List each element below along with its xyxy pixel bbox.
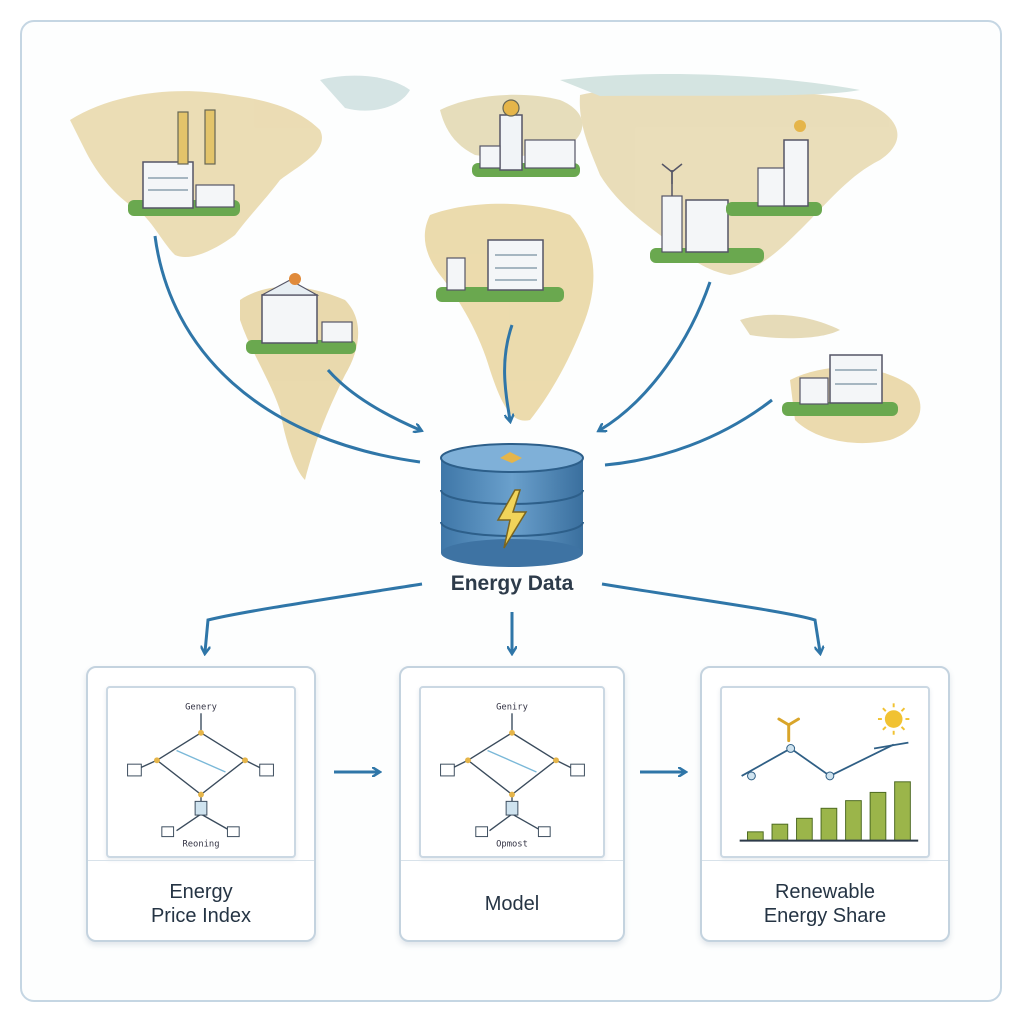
site-africa [436, 239, 564, 302]
arrow-from-asia [600, 281, 712, 430]
arrow-to-renewable [601, 582, 820, 652]
network-graph: Genery Reoning [127, 702, 274, 849]
diagram-top-label: Genery [185, 702, 217, 712]
wind-turbine-icon [777, 717, 800, 743]
continent-africa [424, 203, 594, 421]
bar-group [747, 781, 911, 842]
site-asia-north [726, 120, 822, 216]
continent-arctic [560, 74, 860, 96]
site-australia [782, 354, 898, 416]
continent-greenland [320, 75, 410, 111]
renewable-bar-chart [739, 703, 919, 842]
continent-north-america [70, 91, 322, 258]
arrow-from-south-america [326, 369, 420, 430]
diagram-bottom-label: Reoning [182, 839, 219, 849]
continent-asia [579, 85, 898, 275]
arrow-from-africa [503, 324, 512, 420]
energy-data-cylinder [440, 443, 584, 567]
card-title: Model [401, 874, 623, 934]
bar [869, 791, 887, 842]
card-model: Geniry Opmost Model [399, 666, 625, 942]
arrow-from-australia [604, 398, 773, 467]
inbound-arrows [153, 235, 773, 467]
site-asia-east [650, 163, 764, 263]
model-diagram: Geniry Opmost [419, 686, 605, 858]
site-south-america [246, 273, 356, 354]
bar [796, 817, 813, 842]
arrow-to-price-index [205, 582, 423, 652]
continent-indonesia [740, 314, 840, 339]
card-divider [702, 860, 948, 861]
arrow-from-north-america [153, 235, 421, 464]
lightning-bolt-icon [496, 489, 528, 549]
bar [747, 831, 764, 842]
card-divider [88, 860, 314, 861]
card-title-line1: Energy [169, 881, 233, 903]
renewable-chart [720, 686, 930, 858]
bar [771, 823, 789, 842]
diagram-bottom-label: Opmost [496, 839, 528, 849]
bar [894, 781, 911, 842]
card-title-line2: Energy Share [763, 905, 887, 927]
site-europe [472, 99, 580, 177]
network-graph: Geniry Opmost [440, 702, 585, 849]
card-divider [401, 860, 623, 861]
card-title-line1: Renewable [774, 881, 876, 903]
bar [820, 807, 838, 842]
sun-icon [877, 703, 910, 735]
card-title-line2: Price Index [150, 905, 252, 927]
energy-data-label: Energy Data [450, 572, 574, 595]
site-north-america [128, 109, 240, 216]
diagram-top-label: Geniry [496, 702, 528, 712]
bar [845, 800, 862, 842]
price-index-diagram: Genery Reoning [106, 686, 296, 858]
outbound-arrows [205, 582, 820, 772]
card-title-line1: Model [484, 893, 540, 915]
